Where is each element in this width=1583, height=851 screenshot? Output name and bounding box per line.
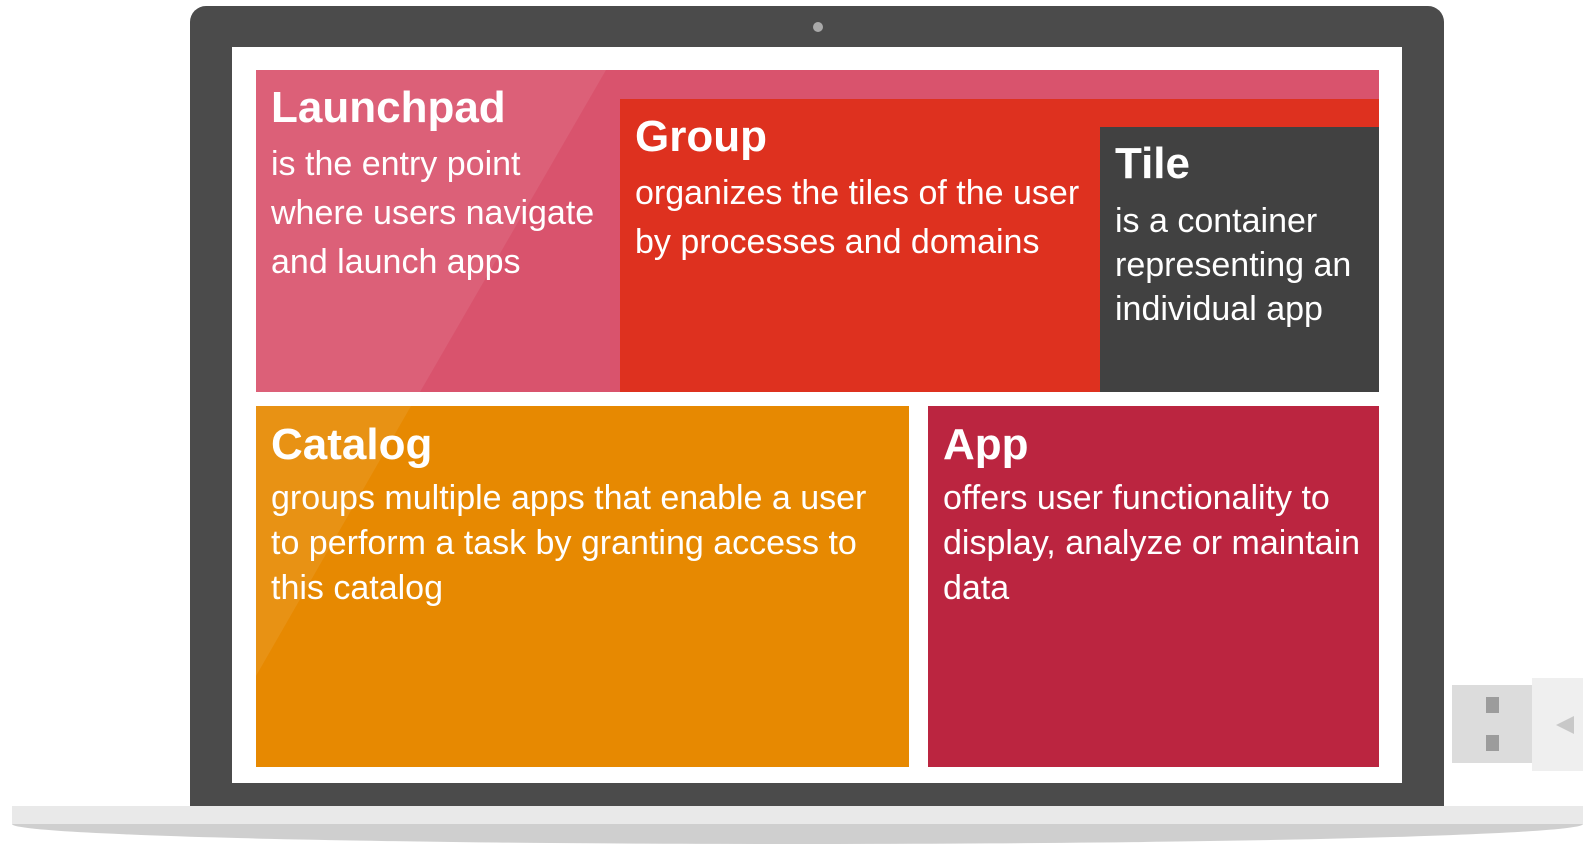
catalog-title: Catalog [271,420,433,469]
tile-title: Tile [1115,139,1191,188]
launchpad-description: is the entry point where users navigate … [271,145,595,281]
group-description: organizes the tiles of the user by proce… [635,174,1080,261]
usb-pin [1486,697,1499,713]
tile-tile: Tile is a container representing an indi… [1100,127,1379,392]
app-title: App [943,420,1029,469]
catalog-tile: Catalog groups multiple apps that enable… [256,406,909,767]
catalog-description: groups multiple apps that enable a user … [271,479,867,607]
arrow-left-icon [1556,716,1574,734]
usb-pin [1486,735,1499,751]
app-description: offers user functionality to display, an… [943,479,1361,607]
camera-icon [813,22,823,32]
tile-description: is a container representing an individua… [1115,202,1352,328]
laptop-base-shadow [12,824,1583,844]
launchpad-title: Launchpad [271,83,506,132]
usb-plug-icon [1452,685,1532,763]
laptop-base [12,806,1583,824]
group-title: Group [635,112,767,161]
app-tile: App offers user functionality to display… [928,406,1379,767]
